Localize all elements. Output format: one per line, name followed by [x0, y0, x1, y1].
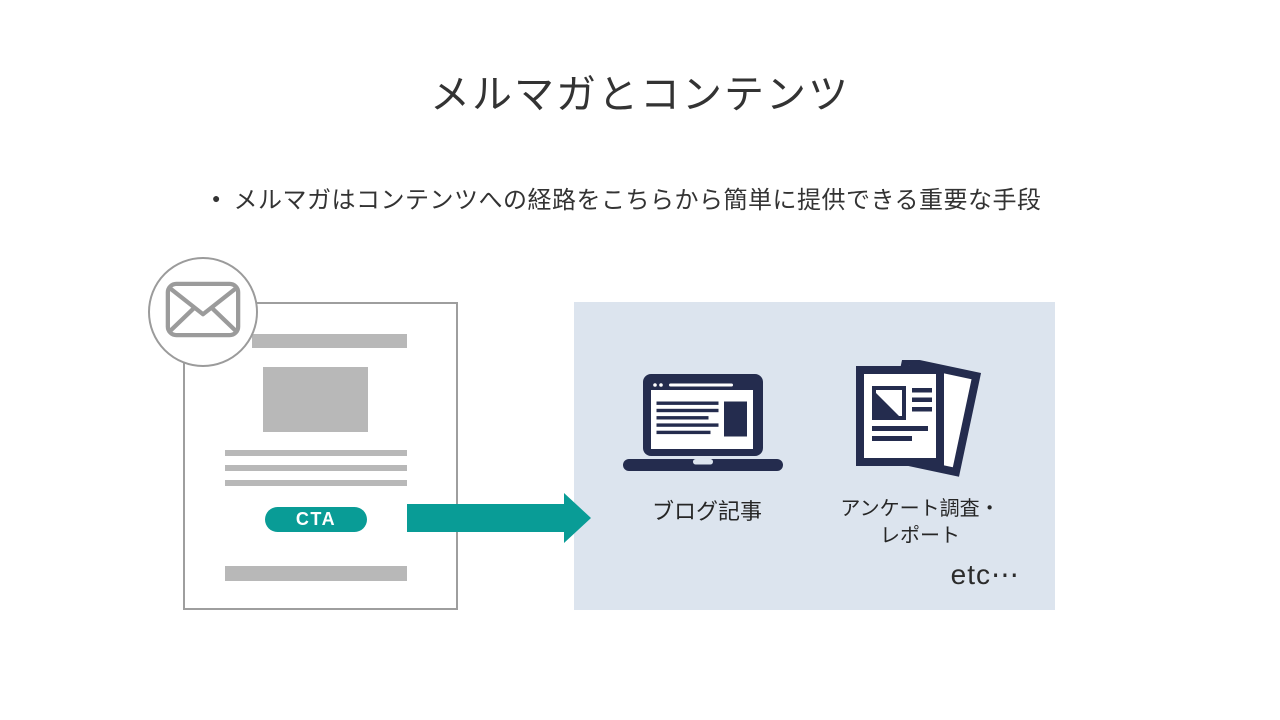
placeholder-text-line	[225, 465, 407, 471]
label-survey-report: アンケート調査・ レポート	[830, 496, 1010, 550]
envelope-icon	[165, 281, 241, 343]
label-survey-line1: アンケート調査・	[840, 498, 1000, 520]
bullet-marker: ●	[212, 189, 221, 206]
placeholder-text-line	[225, 450, 407, 456]
documents-icon	[848, 356, 988, 485]
bullet-text: メルマガはコンテンツへの経路をこちらから簡単に提供できる重要な手段	[233, 187, 1042, 214]
placeholder-bar-top	[252, 334, 407, 348]
placeholder-image-block	[263, 367, 368, 432]
placeholder-text-line	[225, 480, 407, 486]
bullet-item: ● メルマガはコンテンツへの経路をこちらから簡単に提供できる重要な手段	[212, 180, 1042, 215]
placeholder-bar-bottom	[225, 566, 407, 581]
etc-label: etc⋯	[950, 559, 1020, 590]
label-survey-line2: レポート	[880, 525, 960, 547]
cta-button: CTA	[265, 507, 367, 532]
newsletter-mockup: CTA	[183, 302, 458, 610]
page-title: メルマガとコンテンツ	[430, 73, 850, 117]
content-panel: ブログ記事 アンケート調査・ レポート etc⋯	[574, 302, 1055, 610]
label-blog-article: ブログ記事	[651, 499, 762, 524]
mail-badge	[148, 257, 258, 367]
laptop-icon	[623, 372, 783, 472]
arrow-right-icon	[407, 492, 591, 544]
